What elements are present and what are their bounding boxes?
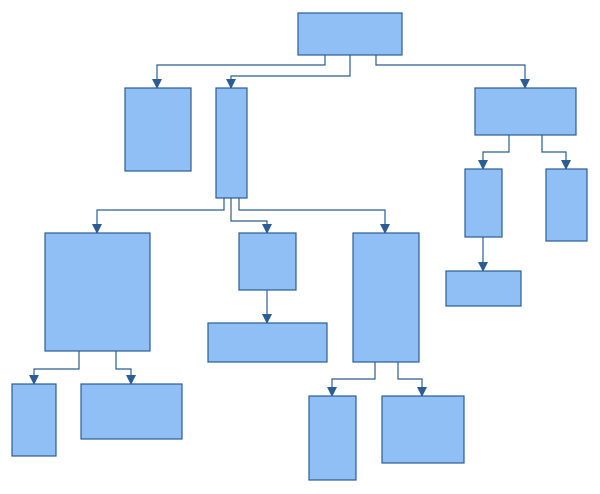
node-b-left-2[interactable] [80,383,183,440]
node-c-left-1[interactable] [445,270,522,307]
node-box-b-left-2[interactable] [80,383,183,440]
edge-b-left-to-b-left-1 [29,351,80,385]
node-c-left[interactable] [464,168,503,238]
node-box-c-left[interactable] [464,168,503,238]
edge-b-left-to-b-left-2 [115,351,136,385]
node-box-b-right-2[interactable] [381,395,465,464]
node-box-child-a[interactable] [124,87,192,172]
node-box-c-right[interactable] [545,168,588,242]
node-box-b-middle-1[interactable] [207,322,328,363]
edge-b-right-to-b-right-1 [327,362,376,397]
node-box-child-b[interactable] [215,87,248,199]
node-box-child-c[interactable] [474,87,577,136]
node-b-middle-1[interactable] [207,322,328,363]
node-b-middle[interactable] [238,232,297,291]
edge-child-b-to-b-left [92,198,225,234]
edge-child-c-to-c-left [478,135,510,170]
edge-root-to-child-a [152,55,326,89]
node-box-root[interactable] [297,12,403,56]
edge-b-right-to-b-right-2 [397,362,427,397]
node-root[interactable] [297,12,403,56]
node-b-left-1[interactable] [11,383,57,457]
edge-child-b-to-b-right [238,198,390,234]
edge-root-to-child-b [226,55,351,89]
node-box-b-middle[interactable] [238,232,297,291]
node-box-b-right[interactable] [352,232,420,363]
node-b-left[interactable] [44,232,151,352]
node-box-c-left-1[interactable] [445,270,522,307]
node-child-a[interactable] [124,87,192,172]
edge-child-c-to-c-right [541,135,571,170]
node-box-b-left-1[interactable] [11,383,57,457]
node-child-c[interactable] [474,87,577,136]
node-b-right-2[interactable] [381,395,465,464]
edge-child-b-to-b-middle [230,198,272,234]
node-c-right[interactable] [545,168,588,242]
edge-root-to-child-c [375,55,530,89]
node-b-right[interactable] [352,232,420,363]
node-box-b-right-1[interactable] [308,395,357,481]
node-child-b[interactable] [215,87,248,199]
edges-layer [29,55,571,397]
node-box-b-left[interactable] [44,232,151,352]
node-b-right-1[interactable] [308,395,357,481]
nodes-layer [11,12,588,481]
